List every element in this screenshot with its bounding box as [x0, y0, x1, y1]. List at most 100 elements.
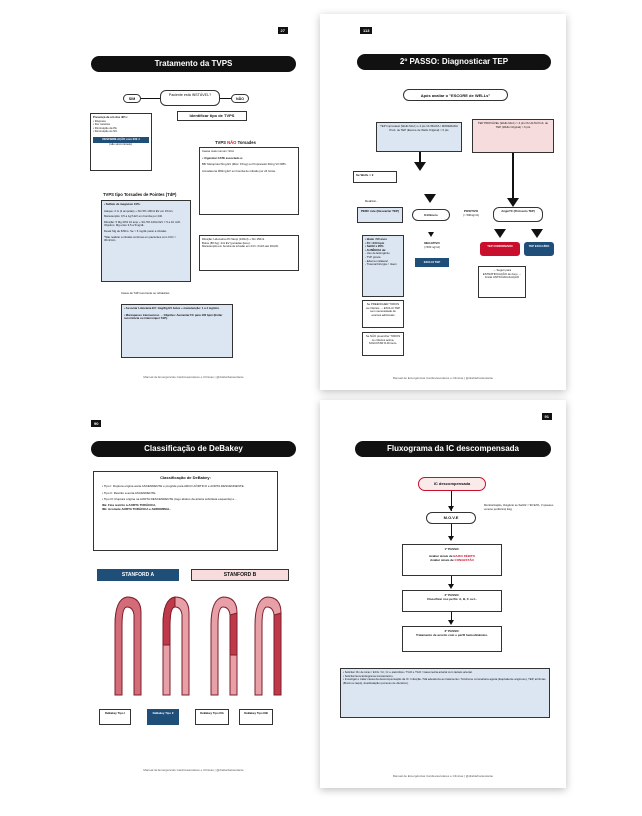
perc-item: • Idade <50 anos [365, 237, 387, 241]
solicitar-box: • Solicitar: Rx de tórax / ECG / Ur, Cr … [340, 668, 550, 718]
move-box: M.O.V.E [426, 512, 476, 524]
perc-list-box: • Idade <50 anos • FC <100 bpm • SatO2 ≥… [362, 235, 404, 297]
tep-provavel-box: TEP PROVÁVEL (Wells Mod.) > 4 pts OU ALT… [472, 119, 554, 153]
desfib-sub: (não sincronizado). [109, 141, 133, 146]
realizar-text: Realizar... [365, 199, 379, 203]
instavel-title: Presença de um dos 4D's: [93, 115, 128, 119]
se-preencher-box: Se PREENCHER TODOS os critérios → EXCLUI… [362, 300, 404, 328]
page-tep: 113 2º PASSO: Diagnosticar TEP Após aval… [320, 14, 566, 390]
passo2-title: 2º PASSO: [444, 593, 460, 597]
page-ic: 91 Fluxograma da IC descompensada IC des… [320, 400, 566, 788]
stanford-b-label: STANFORD B [191, 569, 289, 581]
page-debakey: 90 Classificação de DeBakey Classificaçã… [85, 407, 302, 782]
ataque-text: Ataque: 2 G (2 ampolas) + SG 5% 100ml EV… [104, 208, 174, 213]
lidocaina-box: Diluição: Lidocaína 2% 5amp (100ml) + SG… [199, 235, 299, 271]
causa-text: Causa mais comum: SCA [202, 149, 235, 153]
debakey-item: • Tipo I: Ruptura origina aorta ASCENDEN… [102, 483, 245, 488]
instavel-box: Presença de um dos 4D's: • Dispneia • Do… [90, 113, 152, 171]
ic-box: IC descompensada [418, 477, 486, 491]
page-number: 113 [360, 27, 373, 34]
sign-item: • Diminuição da PA [93, 125, 117, 130]
passo3-box: 3º PASSO: Tratamento de acordo com o per… [402, 626, 502, 652]
aorta-4 [254, 596, 282, 696]
perc-item: • SatO2 ≥ 95% [365, 244, 384, 249]
page-title: Classificação de DeBakey [91, 441, 296, 457]
diluicao-mg-text: Diluição: 5 Mg 20% 10 amp + SG 5% 100ml … [104, 219, 181, 228]
sim-label: SIM [123, 94, 141, 103]
page-tvps: 27 Tratamento da TVPS Paciente está INST… [85, 14, 302, 389]
exclui-box: EXCLUI TEP [415, 258, 449, 267]
perc-box: PERC rule (Descartar TEP) [357, 207, 403, 223]
passo2-text: Classificar nos perfis: A, B, C ou L. [427, 596, 477, 601]
debakey-item: IIIb: Acomete AORTA TORÁCICA e ABDOMINAL… [102, 506, 171, 511]
tep-improvavel-box: TEP Improvável (Wells Mod.) ≤ 4 pts OU B… [376, 122, 462, 152]
stanford-a-label: STANFORD A [97, 569, 179, 581]
perc-item: - TVP prévia [365, 254, 381, 259]
solicitar2-text: • Solicitar Ecocardiograma transtorácico… [343, 673, 394, 678]
sign-item: • Diminuição do NC [93, 129, 118, 134]
label-tipo-ii: DeBakey Tipo II [147, 709, 179, 725]
tvps-nao-title: TVPS NÃO Torsades [215, 140, 256, 145]
page-number: 90 [91, 420, 102, 427]
bolus-text: Bolus (80 Kg): 4ml EV (puxadas (lene). [202, 240, 251, 245]
box-title: Classificação de DeBakey: [160, 475, 211, 480]
sulfato-text: • Sulfato de magnésio 10%: [104, 202, 141, 206]
tep-confirmado-box: TEP CONFIRMADO [480, 242, 520, 256]
debakey-box: Classificação de DeBakey: • Tipo I: Rupt… [93, 471, 278, 551]
passo1-title: 1º PASSO: [444, 547, 460, 551]
footer: Manual de Emergências Cardiovasculares e… [392, 376, 494, 380]
passo1-a: Avaliar sinais de BAIXO DÉBITO [428, 553, 476, 558]
manutencao-text: Manutenção: 0,5 a 1g/h EV em bomba por 2… [104, 214, 163, 219]
perc-item: • AUSÊNCIA de: [365, 247, 387, 252]
assoc-text: • Associar Lidocaína EV: 1mg/Kg EV bolus… [124, 306, 220, 310]
desfib-text: DESFIBRILAÇÃO com 200 J [93, 136, 149, 143]
nao-torsades-box: Causa mais comum: SCA • Urgenciar CATE a… [199, 147, 299, 215]
sign-item: • Dor torácica [93, 122, 110, 127]
page-number: 27 [277, 27, 288, 34]
wells-box: Após avaliar o "ESCORE de WELLs" [403, 89, 508, 101]
seguir-box: → Seguir para ESTRATIFICAÇÃO de risco → … [478, 266, 526, 298]
passo1-b: Avaliar sinais de CONGESTÃO [430, 557, 474, 562]
nao-label: NÃO [231, 94, 249, 103]
urgenciar-text: • Urgenciar CATE associado a: [202, 155, 243, 160]
perc-item: - Edema unilateral [365, 258, 388, 263]
page-title: 2º PASSO: Diagnosticar TEP [357, 54, 551, 70]
torsades-title: TVPS tipo Torsades de Pointes (TdP) [103, 192, 177, 197]
page-title: Tratamento da TVPS [91, 56, 296, 72]
investigar-text: • Investigar e tratar causa da descompen… [343, 677, 546, 685]
positivo-text: POSITIVO(> 500ng/ml) [463, 209, 479, 217]
aorta-1 [114, 596, 142, 696]
aorta-2 [162, 596, 190, 696]
footer: Manual de Emergências Cardiovasculares e… [392, 774, 494, 778]
page-number: 91 [541, 413, 552, 420]
perc-item: - Uso de Estrogênio [365, 251, 390, 256]
obs-text: *Não realizar a infusão contínua em paci… [104, 234, 177, 243]
sign-item: • Dispneia [93, 118, 106, 123]
label-tipo-iiia: DeBakey Tipo IIIA [195, 709, 229, 725]
solicitar-text: • Solicitar: Rx de tórax / ECG / Ur, Cr … [343, 670, 473, 674]
footer: Manual de Emergências Cardiovasculares e… [143, 375, 244, 379]
tep-excluido-box: TEP EXCLUÍDO [524, 242, 554, 256]
move-desc: Monitorização, Oxigênio se SatO2 < 90-92… [484, 503, 554, 511]
negativo-text: NEGATIVO(<500 ng/ml) [424, 241, 440, 249]
question-box: Paciente está INSTÁVEL? [160, 90, 220, 106]
footer: Manual de Emergências Cardiovasculares e… [143, 768, 244, 772]
casos-text: Casos de TdP recorrente ou refratários [121, 291, 170, 295]
identificar-box: Identificar tipo de TVPS [177, 111, 247, 121]
manut-lido-text: Manutenção em bomba de infusão em 24 h: … [202, 244, 279, 249]
aorta-illustrations [114, 596, 282, 696]
passo3-title: 3º PASSO: [444, 629, 460, 633]
perc-item: - Trauma/Cirurgia < 4sem [365, 262, 397, 267]
se-nao-preencher-box: Se NÃO preencher TODOS os critérios acim… [362, 332, 404, 356]
perc-item: • FC <100 bpm [365, 240, 385, 245]
marca-text: • Marcapasso transvenoso → Objetivo: Aum… [124, 312, 223, 321]
debakey-item: IIIa: Fica restrito à AORTA TORÁCICA. [102, 503, 157, 508]
refratarios-box: • Associar Lidocaína EV: 1mg/Kg EV bolus… [121, 304, 233, 358]
diluicao-text: Diluição: Lidocaína 2% 5amp (100ml) + SG… [202, 237, 265, 241]
torsades-box: • Sulfato de magnésio 10%: Ataque: 2 G (… [101, 200, 191, 282]
desmame-text: Desar Mg de 6/6hrs. Se > 6 mg/dL parar a… [104, 228, 167, 233]
se-wells-box: Se Wells < 2 [353, 171, 397, 183]
debakey-item: • Tipo III: Ruptura origina na AORTA DES… [102, 497, 237, 502]
angiotc-box: AngioTC (Protocolo TEP) [493, 207, 543, 222]
label-tipo-i: DeBakey Tipo I [99, 709, 131, 725]
